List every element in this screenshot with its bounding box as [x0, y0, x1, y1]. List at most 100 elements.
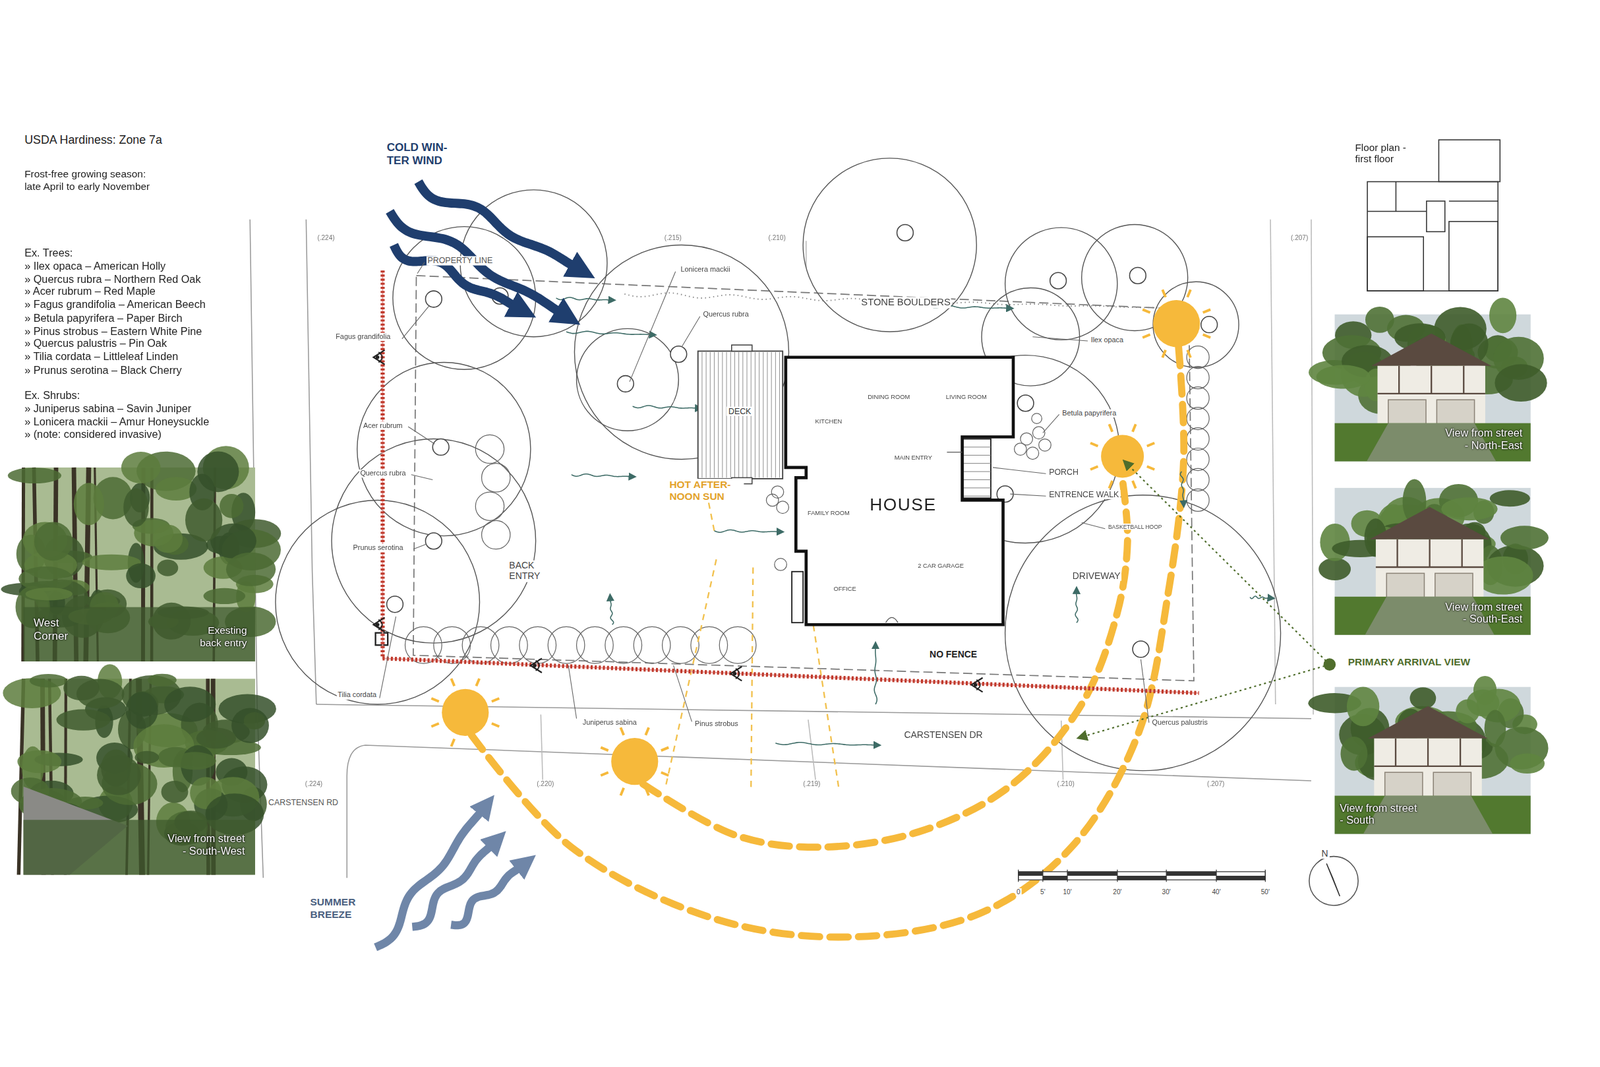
photo-caption: View from street - South [1339, 800, 1422, 826]
tree-trunk [386, 595, 404, 613]
lot-number: (.215) [663, 233, 683, 242]
photo-detail [164, 686, 216, 722]
sun-ray [1162, 289, 1166, 297]
deck-label: DECK [726, 406, 754, 416]
lot-number: (.207) [1289, 233, 1309, 242]
side-structure [791, 571, 803, 623]
photo-detail [23, 467, 256, 662]
shrub [491, 626, 529, 664]
art-rect [1067, 871, 1118, 876]
photo-detail [1371, 333, 1492, 366]
summer-breeze-arrow [450, 865, 523, 926]
photo-detail [134, 750, 159, 764]
plant-list-item: » Prunus serotina – Black Cherry [23, 362, 184, 376]
photo-detail [156, 559, 178, 577]
cold-wind-arrow [393, 244, 519, 308]
tree-canopy [576, 328, 680, 431]
plant-list-item: » Quercus palustris – Pin Oak [23, 336, 169, 350]
sun-ray [1187, 289, 1191, 297]
sun-ray [1090, 443, 1098, 447]
photo-detail [1346, 686, 1380, 726]
shrub [462, 626, 500, 664]
leader-line [629, 271, 676, 382]
scale-label: 40' [1211, 888, 1222, 896]
photo-detail [710, 352, 711, 478]
plan-label: STONE BOULDERS [860, 296, 952, 308]
plan-label: HOT AFTER- NOON SUN [668, 478, 745, 503]
plant-list-item: » Acer rubrum – Red Maple [23, 284, 157, 298]
art-rect [1166, 871, 1217, 876]
scale-label: 20' [1112, 888, 1123, 896]
plan-label: Ilex opaca [1089, 335, 1125, 344]
shrub [662, 626, 700, 664]
plan-label: Betula papyrifera [1061, 409, 1118, 418]
photo-detail [1367, 210, 1427, 213]
sun-disc [611, 737, 658, 785]
site-note: Frost-free growing season: late April to… [23, 168, 159, 192]
photo-detail [762, 352, 764, 478]
photo-detail [34, 521, 73, 561]
tree-canopy [802, 158, 977, 332]
leader-line [1009, 493, 1046, 496]
plan-label: Acer rubrum [361, 421, 404, 430]
view-eye [730, 666, 742, 682]
tree-canopy [1153, 281, 1239, 368]
photo-detail [29, 673, 68, 688]
shrub [1186, 427, 1210, 451]
shrub [1038, 439, 1052, 452]
sun-ray [620, 787, 624, 796]
air-flow-arrow [610, 596, 614, 625]
porch-step [962, 495, 991, 497]
sun-ray [431, 723, 439, 727]
photo-detail [731, 344, 753, 351]
shrub [404, 626, 442, 664]
room-label: OFFICE [833, 585, 857, 593]
plan-label: Lonicera mackii [679, 265, 732, 273]
tree-canopy [331, 439, 536, 644]
plan-label: NO FENCE [928, 648, 979, 660]
photo-detail [1438, 139, 1500, 182]
shrubs [404, 346, 1210, 664]
leader-line [1140, 659, 1149, 723]
photo-detail [1441, 497, 1498, 521]
photo-detail [1509, 753, 1545, 774]
shrub [576, 626, 614, 664]
lot-number: (.207) [1206, 779, 1226, 788]
plan-label: BASKETBALL HOOP [1106, 523, 1163, 531]
porch [962, 439, 991, 499]
shrub [519, 626, 557, 664]
air-flow-arrow [1180, 471, 1184, 505]
photo-detail [25, 587, 73, 600]
photo-detail [758, 352, 760, 478]
shrub [475, 491, 504, 521]
porch-step [962, 462, 991, 464]
art-line [1166, 869, 1167, 883]
shrub [1186, 346, 1210, 369]
photo-detail [1489, 489, 1531, 507]
arrival-dot [1323, 657, 1337, 671]
north-circle [1309, 856, 1359, 906]
photo-detail [1426, 201, 1446, 232]
plan-label: Quercus palustris [1151, 718, 1209, 727]
sun-ray [1203, 309, 1211, 313]
photo-detail [243, 711, 266, 730]
plant-list-item: » Fagus grandifolia – American Beech [23, 297, 208, 311]
air-flow-arrow [566, 330, 654, 335]
sun-symbol [431, 678, 500, 747]
photo-detail [1334, 596, 1531, 635]
photo-detail [17, 750, 62, 774]
air-flow-arrow [556, 297, 613, 300]
sun-ray-line [665, 559, 716, 788]
art-circle [375, 622, 380, 627]
sun-disc [1100, 434, 1144, 478]
plan-label: Pinus strobus [694, 719, 740, 728]
tree-trunk [1050, 272, 1067, 289]
site-photo: View from street - South [1334, 686, 1531, 834]
porch-step [962, 446, 991, 447]
photo-detail [1500, 525, 1549, 550]
sun-ray [1108, 480, 1113, 488]
art-rect [1117, 875, 1167, 880]
sun-ray [1203, 334, 1211, 338]
air-flow-arrow [713, 529, 781, 533]
art-circle [532, 663, 537, 668]
